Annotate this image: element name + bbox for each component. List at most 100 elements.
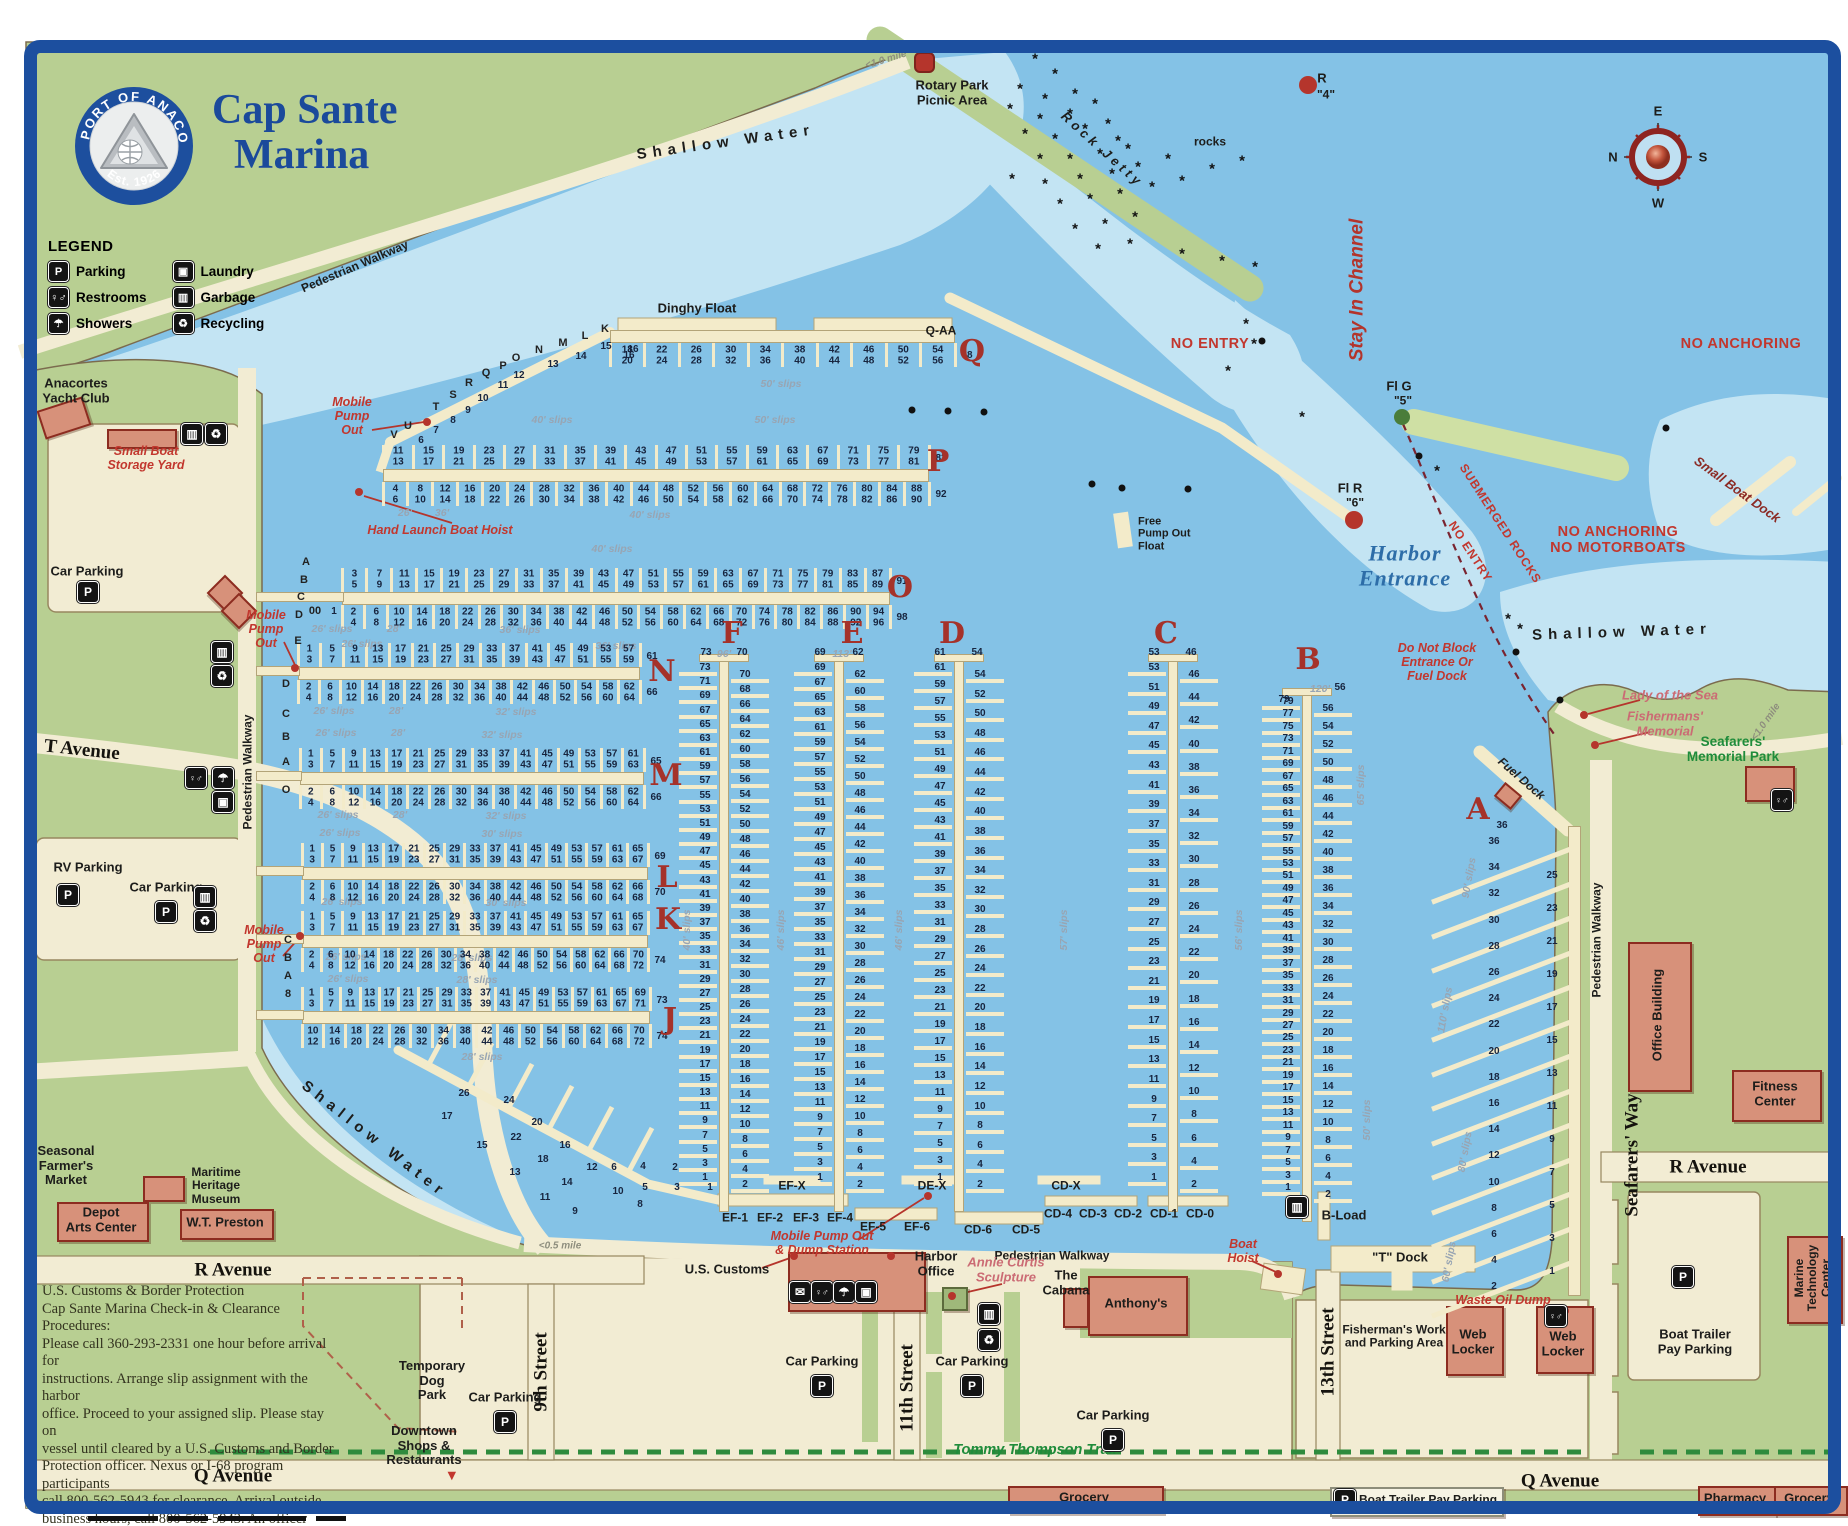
- map-label-92: 50' slips: [760, 378, 802, 391]
- dock-k-slip-pair: 17 19: [388, 911, 400, 933]
- web-locker-1-building: [1446, 1306, 1504, 1376]
- dock-o-finger: [714, 568, 718, 592]
- dock-b-slip: 8: [1325, 1134, 1331, 1146]
- port-of-anacortes-logo: PORT OF ANACORTES Est. 1926: [66, 72, 196, 208]
- dock-q-finger: [643, 343, 646, 367]
- dock-c-finger-l: [1128, 1083, 1166, 1088]
- dock-j-finger: [344, 1024, 347, 1048]
- dock-f-finger-r: [731, 1099, 769, 1103]
- dock-p-slip-pair: 23 25: [483, 445, 495, 467]
- dock-connector-1: [256, 666, 300, 676]
- dock-o-finger: [637, 605, 641, 629]
- dock-d-slip: 30: [974, 904, 986, 916]
- dock-a-slip: 14: [1488, 1123, 1500, 1135]
- dock-c-finger-l: [1128, 1064, 1166, 1069]
- dock-l-finger: [320, 880, 324, 904]
- dock-a-slip: 1: [1549, 1265, 1555, 1277]
- dock-c-slip: 21: [1148, 975, 1160, 987]
- dock-d-finger-l: [914, 740, 952, 744]
- dock-c-slip: 39: [1148, 799, 1160, 811]
- dock-j-finger: [496, 1024, 500, 1048]
- dock-e-finger-l: [794, 672, 832, 676]
- dock-b-finger-l: [1262, 1154, 1300, 1159]
- rock-asterisk: *: [1125, 140, 1131, 158]
- dock-j-finger: [452, 1024, 456, 1048]
- dock-e-finger-r: [846, 781, 884, 785]
- dock-m-slip-pair: 17 19: [391, 748, 403, 770]
- dock-j-slip-pair: 29 31: [441, 987, 453, 1009]
- chart-dot: [1662, 424, 1670, 432]
- dock-d-slip: 45: [934, 797, 946, 809]
- dock-e-finger-r: [846, 985, 884, 989]
- dock-e-finger-l: [794, 897, 832, 901]
- dock-o-slip-pair: 34 36: [530, 606, 542, 628]
- map-label-101: 36' slips: [499, 624, 541, 637]
- dock-f-slip: 18: [739, 1058, 751, 1070]
- label-mobile-pumpout-dump: Mobile Pump Out & Dump Station: [770, 1229, 874, 1257]
- map-label-138: EF-X: [778, 1178, 806, 1193]
- dock-b-finger-r: [1314, 947, 1352, 951]
- dock-o-slip-pair: 3 5: [351, 568, 358, 590]
- dock-p-slip-pair: 44 46: [638, 483, 650, 505]
- dock-l-finger: [626, 880, 630, 904]
- dock-f-slip: 9: [702, 1115, 708, 1127]
- dock-f-finger-l: [679, 955, 717, 960]
- map-label-215: 53: [1148, 646, 1160, 658]
- label-temporary-dog-park: Temporary Dog Park: [398, 1358, 466, 1403]
- dock-b-finger-r: [1314, 965, 1352, 969]
- dock-k-finger: [454, 948, 458, 972]
- dock-d-finger-l: [914, 1165, 952, 1169]
- dock-d-finger-l: [914, 978, 952, 982]
- dock-b-finger-l: [1262, 1079, 1300, 1084]
- map-label-98: 36' slips: [595, 640, 637, 653]
- dock-d-walkway: [954, 660, 964, 1212]
- legend-item-restrooms: ♀♂Restrooms: [48, 287, 147, 308]
- dock-d-slip: 21: [934, 1001, 946, 1013]
- dock-c-finger-l: [1128, 927, 1166, 931]
- dock-o-slip-pair: 90 92: [850, 606, 862, 628]
- dock-q-finger: [746, 343, 750, 367]
- chart-dot: [908, 406, 916, 414]
- label-free-pump-out-float: Free Pump Out Float: [1138, 515, 1191, 553]
- dock-f-finger-r: [731, 859, 769, 863]
- dock-o-finger: [683, 605, 686, 629]
- dock-d-slip: 9: [937, 1103, 943, 1115]
- dock-b-finger-l: [1262, 1017, 1300, 1022]
- dock-n-slip-pair: 17 19: [395, 643, 407, 665]
- dock-l-finger: [585, 843, 589, 867]
- dock-j-slip-pair: 58 60: [568, 1025, 580, 1047]
- rock-asterisk: *: [1299, 408, 1305, 426]
- dock-k-slip-pair: 2 4: [308, 949, 315, 971]
- dock-b-finger-l: [1262, 967, 1300, 972]
- dock-k-finger: [646, 948, 650, 972]
- dock-e-slip: 16: [854, 1059, 866, 1071]
- dock-o-slip-pair: 2 4: [350, 606, 357, 628]
- map-label-214: 54: [971, 646, 983, 658]
- dock-m-finger: [578, 785, 581, 809]
- label-car-parking-4: Car Parking: [785, 1353, 859, 1369]
- dock-b-finger-l: [1262, 930, 1300, 935]
- dock-f-finger-l: [679, 686, 717, 691]
- rock-asterisk: *: [1105, 115, 1111, 133]
- dock-p-finger: [629, 482, 633, 506]
- label-office-building: Office Building: [1649, 968, 1665, 1062]
- dock-k-finger: [504, 911, 508, 935]
- dock-l-slip-pair: 13 15: [367, 843, 379, 865]
- dock-f-finger-l: [679, 771, 717, 776]
- dock-e-slip: 11: [814, 1096, 826, 1108]
- dock-a-slip: 12: [1488, 1150, 1500, 1162]
- dock-b-finger-l: [1262, 1129, 1300, 1134]
- rock-asterisk: *: [1225, 362, 1231, 380]
- dock-e-finger-l: [794, 972, 832, 976]
- dock-b-finger-r: [1314, 929, 1352, 933]
- dock-c-slip: 33: [1148, 857, 1160, 869]
- dock-c-slip: 31: [1148, 877, 1160, 889]
- dock-p-finger: [778, 482, 782, 506]
- red-marker-dot: [423, 418, 431, 426]
- dock-f-finger-l: [679, 1040, 717, 1045]
- dock-j-finger: [300, 987, 304, 1011]
- dock-e-finger-l: [794, 1077, 832, 1081]
- dock-c-finger-l: [1128, 1162, 1166, 1167]
- dock-l-slip-pair: 26 28: [428, 881, 440, 903]
- dock-e-slip: 49: [814, 811, 826, 823]
